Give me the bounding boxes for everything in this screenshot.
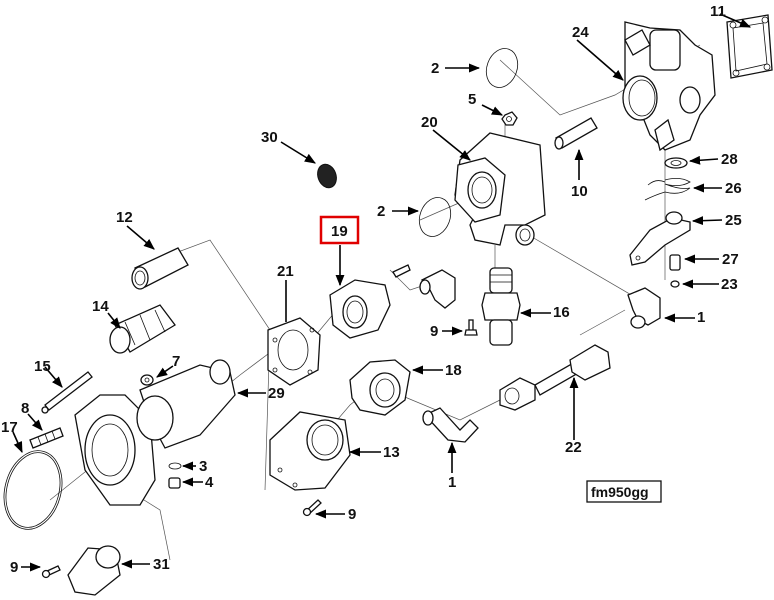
callout-29[interactable]: 29 (268, 385, 285, 402)
arrow-30 (280, 141, 316, 164)
part-small-o-ring (168, 462, 182, 470)
part-spring (29, 427, 64, 449)
callout-13[interactable]: 13 (383, 444, 400, 461)
callout-27[interactable]: 27 (722, 251, 739, 268)
callout-28[interactable]: 28 (721, 151, 738, 168)
callout-18[interactable]: 18 (445, 362, 462, 379)
part-threaded-insert (109, 304, 176, 354)
callout-24[interactable]: 24 (572, 24, 589, 41)
callout-22[interactable]: 22 (565, 439, 582, 456)
part-hose-assembly (499, 344, 611, 411)
callout-labels: 11 24 2 5 20 30 2 10 28 26 25 27 23 12 1… (1, 3, 742, 576)
callout-9-lower[interactable]: 9 (348, 506, 356, 523)
part-pump-housing (74, 359, 236, 506)
part-pin-tube (554, 117, 598, 150)
arrow-8 (27, 413, 43, 431)
part-cap (349, 359, 411, 416)
callout-14[interactable]: 14 (92, 298, 109, 315)
arrow-11 (719, 13, 752, 28)
callout-8[interactable]: 8 (21, 400, 29, 417)
part-outlet-elbow (269, 411, 351, 491)
part-nut-small (140, 374, 154, 386)
callout-4[interactable]: 4 (205, 474, 214, 491)
callout-arrows (12, 13, 752, 572)
figure-id-box (586, 480, 662, 503)
part-bushing (669, 254, 681, 271)
callout-23[interactable]: 23 (721, 276, 738, 293)
callout-10[interactable]: 10 (571, 183, 588, 200)
part-screw-upper (392, 264, 411, 278)
part-valve-body (622, 21, 716, 152)
part-o-ring-upper (485, 48, 519, 88)
part-washer (664, 157, 688, 169)
part-sensor-plug (67, 545, 121, 596)
figure-id: fm950gg (586, 480, 662, 503)
callout-9-mid[interactable]: 9 (430, 323, 438, 340)
part-lever-arm (629, 211, 691, 266)
part-drain-plug (168, 477, 181, 489)
callout-16[interactable]: 16 (553, 304, 570, 321)
part-retaining-clip (670, 280, 680, 288)
part-nut (501, 111, 518, 126)
callout-5[interactable]: 5 (468, 91, 476, 108)
arrow-24 (576, 39, 624, 81)
callout-26[interactable]: 26 (725, 180, 742, 197)
part-screw-bottom-left (41, 565, 61, 579)
part-elbow-upper (419, 269, 456, 309)
part-valve-cartridge (481, 267, 521, 346)
callout-21[interactable]: 21 (277, 263, 294, 280)
part-flange-body (454, 132, 546, 246)
callout-1-right[interactable]: 1 (697, 309, 705, 326)
part-o-ring-lower (418, 197, 452, 237)
callout-2-upper[interactable]: 2 (431, 60, 439, 77)
part-gasket (267, 317, 321, 386)
callout-7[interactable]: 7 (172, 353, 180, 370)
part-adapter-plate (329, 279, 391, 339)
part-elbow-lower (422, 407, 479, 443)
figure-id-label: fm950gg (591, 484, 649, 500)
callout-25[interactable]: 25 (725, 212, 742, 229)
arrow-5 (481, 104, 504, 116)
arrow-14 (107, 312, 121, 329)
part-screw-lower (302, 499, 322, 517)
callout-2-lower[interactable]: 2 (377, 203, 385, 220)
part-large-o-ring (3, 450, 63, 530)
callout-19[interactable]: 19 (331, 223, 348, 240)
arrow-20 (432, 129, 471, 161)
arrow-12 (126, 225, 155, 250)
arrow-17 (12, 431, 23, 454)
callout-19-highlight (319, 215, 360, 245)
callout-15[interactable]: 15 (34, 358, 51, 375)
part-screw-mid (464, 319, 478, 336)
part-torsion-spring (644, 178, 691, 201)
callout-31[interactable]: 31 (153, 556, 170, 573)
part-gasket-rectangular (726, 14, 773, 79)
arrow-7 (156, 365, 174, 378)
arrow-28 (688, 155, 719, 165)
callout-17[interactable]: 17 (1, 419, 18, 436)
arrow-25 (691, 216, 723, 226)
part-long-bolt (41, 371, 93, 414)
callout-9-bottom-left[interactable]: 9 (10, 559, 18, 576)
part-sleeve (131, 247, 189, 290)
callout-3[interactable]: 3 (199, 458, 207, 475)
callout-12[interactable]: 12 (116, 209, 133, 226)
callout-20[interactable]: 20 (421, 114, 438, 131)
callout-30[interactable]: 30 (261, 129, 278, 146)
callout-1-lower[interactable]: 1 (448, 474, 456, 491)
part-elbow-right (627, 287, 661, 329)
callout-11[interactable]: 11 (710, 3, 726, 20)
part-screen-disk (317, 163, 337, 189)
arrow-15 (44, 366, 63, 388)
